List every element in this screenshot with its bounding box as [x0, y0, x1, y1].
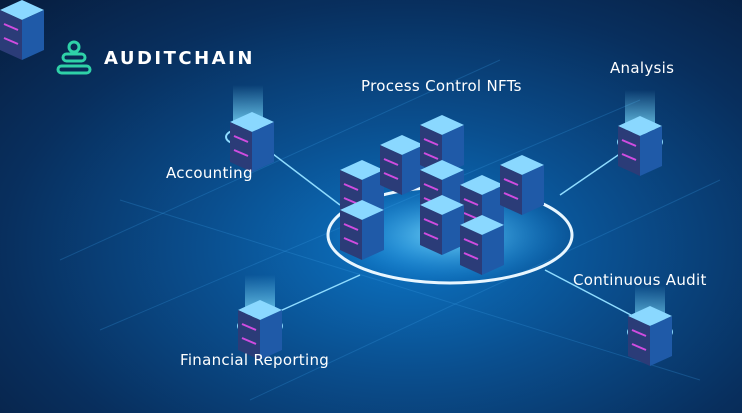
- center-label: Process Control NFTs: [361, 77, 522, 95]
- analysis-label: Analysis: [610, 59, 675, 77]
- financial-reporting-label: Financial Reporting: [180, 351, 330, 369]
- accounting-label: Accounting: [166, 164, 253, 182]
- auditchain-logo-icon: [56, 40, 92, 75]
- brand-name: AUDITCHAIN: [104, 47, 255, 69]
- node-accounting: [225, 85, 275, 173]
- auditchain-logo: AUDITCHAIN: [56, 40, 255, 76]
- server-cluster: [0, 0, 545, 276]
- node-continuous-audit: [627, 285, 673, 367]
- node-analysis: [617, 90, 663, 177]
- node-financial-reporting: [237, 275, 283, 361]
- continuous-audit-label: Continuous Audit: [573, 271, 707, 289]
